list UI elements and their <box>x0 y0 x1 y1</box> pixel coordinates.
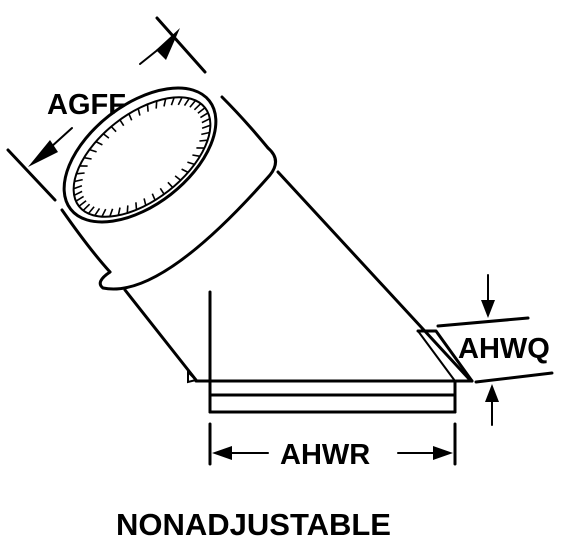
round-collar <box>60 86 277 291</box>
hatch-mark <box>126 205 129 214</box>
hatch-mark <box>163 98 167 107</box>
hatch-mark <box>143 198 147 206</box>
ahwq-label: AHWQ <box>458 333 550 365</box>
hatch-mark <box>137 108 141 116</box>
hatch-mark <box>78 200 87 207</box>
hatch-mark <box>183 97 190 107</box>
hatch-mark <box>83 156 92 160</box>
hatch-mark <box>119 119 125 127</box>
hatch-mark <box>170 97 175 106</box>
hatch-mark <box>197 107 206 114</box>
hatch-mark <box>110 126 117 133</box>
hatch-mark <box>102 133 110 139</box>
hatch-mark <box>73 190 83 197</box>
base-flange <box>194 290 474 414</box>
hatch-mark <box>192 154 201 158</box>
hatch-mark <box>201 117 211 124</box>
hatch-mark <box>75 195 85 202</box>
ahwr-label: AHWR <box>280 439 370 471</box>
hatch-mark <box>177 96 183 106</box>
hatch-mark <box>167 181 174 188</box>
diagram-caption: NONADJUSTABLE <box>116 507 391 542</box>
hatch-mark <box>95 140 103 146</box>
hatch-mark <box>199 139 208 142</box>
hatch-mark <box>87 206 95 215</box>
hatch-mark <box>146 104 149 112</box>
hatch-mark <box>89 148 97 153</box>
hatch-mark <box>128 113 133 121</box>
collar-hatch-marks <box>73 96 211 218</box>
hatch-mark <box>193 103 202 111</box>
hatch-mark <box>82 203 91 211</box>
hatch-mark <box>181 168 189 174</box>
hatch-mark <box>135 202 138 210</box>
hatch-mark <box>174 175 182 181</box>
hatch-mark <box>151 193 156 201</box>
hatch-mark <box>189 99 197 108</box>
fitting-body <box>123 170 472 384</box>
hatch-mark <box>159 187 165 195</box>
hatch-mark <box>155 100 158 109</box>
ahwr-dimension <box>208 422 457 466</box>
hatch-mark <box>73 185 83 190</box>
hatch-mark <box>199 112 209 119</box>
hatch-mark <box>201 124 211 129</box>
hatch-mark <box>117 207 121 216</box>
hatch-mark <box>201 131 210 136</box>
hatch-mark <box>187 161 195 166</box>
agff-dimension <box>6 16 207 202</box>
hatch-mark <box>109 208 114 217</box>
ahwq-dimension <box>436 274 554 426</box>
hatch-mark <box>94 207 101 217</box>
hatch-mark <box>74 178 83 183</box>
hatch-mark <box>76 172 85 175</box>
agff-label: AGFF <box>47 89 126 121</box>
hatch-mark <box>101 208 107 218</box>
